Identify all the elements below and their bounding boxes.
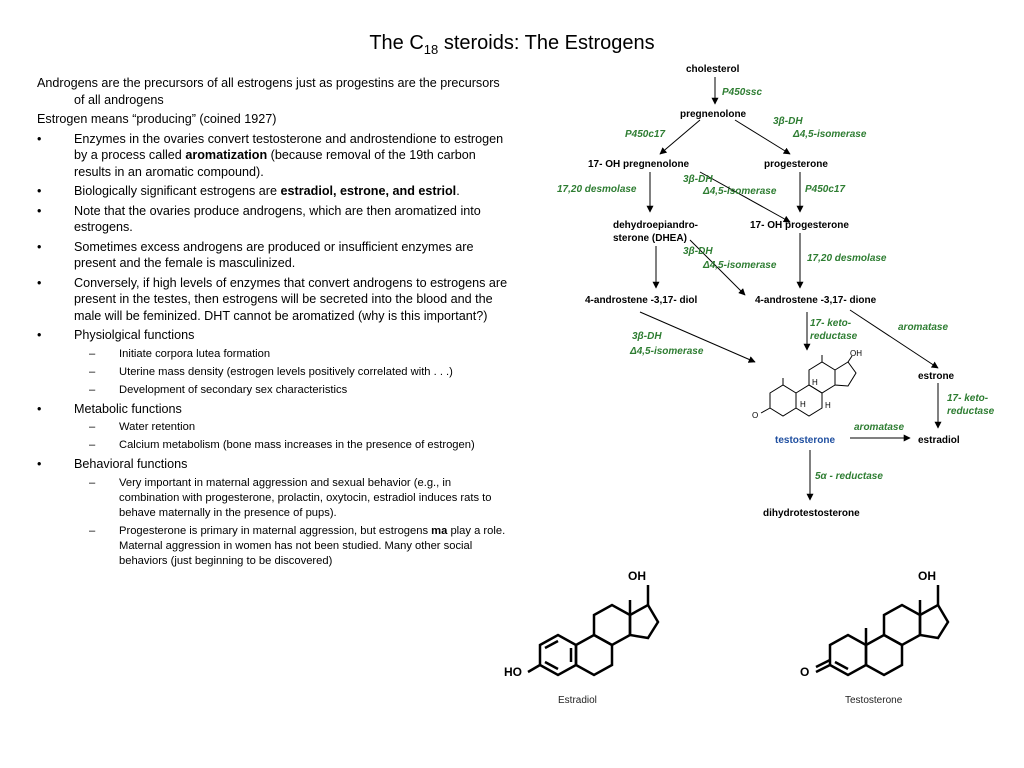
bullet-aromatization: Enzymes in the ovaries convert testoster…: [37, 131, 512, 181]
bullet-ovaries: Note that the ovaries produce androgens,…: [37, 203, 512, 236]
enzyme-p450c17-b: P450c17: [805, 184, 845, 195]
testosterone-small-structure: [760, 355, 857, 417]
sub-maternal-behavior: Very important in maternal aggression an…: [37, 476, 512, 521]
bullet-physiological: Physiolgical functions: [37, 327, 512, 344]
enzyme-desmolase-a: 17,20 desmolase: [557, 184, 637, 195]
label-estrone: estrone: [918, 371, 955, 382]
enzyme-isomerase-d: Δ4,5-isomerase: [629, 346, 704, 357]
enzyme-isomerase-a: Δ4,5-isomerase: [792, 129, 867, 140]
bullet-masculinized: Sometimes excess androgens are produced …: [37, 239, 512, 272]
enzyme-3bdh-b: 3β-DH: [683, 174, 713, 185]
steroid-pathway-diagram: cholesterol P450ssc pregnenolone P450c17…: [557, 64, 995, 519]
body-text: Androgens are the precursors of all estr…: [37, 75, 512, 572]
atom-h1-small: H: [812, 378, 818, 387]
label-pregnenolone: pregnenolone: [680, 109, 747, 120]
sub-maternal-aggression: Progesterone is primary in maternal aggr…: [37, 524, 512, 569]
enzyme-isomerase-c: Δ4,5-isomerase: [702, 260, 777, 271]
label-dhea-line1: dehydroepiandro-: [613, 220, 698, 231]
enzyme-3bdh-c: 3β-DH: [683, 246, 713, 257]
arrow-ohpreg-ohprog: [699, 171, 791, 223]
testosterone-structure: OH O Testosterone: [800, 569, 950, 706]
enzyme-17keto-a-line1: 17- keto-: [810, 318, 852, 329]
caption-estradiol: Estradiol: [558, 695, 597, 706]
paragraph-precursors: Androgens are the precursors of all estr…: [37, 76, 500, 107]
label-estradiol: estradiol: [918, 435, 960, 446]
sub-corpora-lutea: Initiate corpora lutea formation: [37, 347, 512, 362]
sub-uterine-mass: Uterine mass density (estrogen levels po…: [37, 365, 512, 380]
label-testosterone: testosterone: [775, 435, 835, 446]
label-androstenedione: 4-androstene -3,17- dione: [755, 295, 877, 306]
sub-water-retention: Water retention: [37, 420, 512, 435]
arrow-preg-prog: [734, 119, 791, 155]
atom-h2-small: H: [800, 400, 806, 409]
sub-secondary-sex: Development of secondary sex characteris…: [37, 383, 512, 398]
paragraph-estrogen-meaning: Estrogen means “producing” (coined 1927): [37, 112, 277, 126]
atom-oh-testosterone: OH: [918, 569, 936, 583]
label-androstenediol: 4-androstene -3,17- diol: [585, 295, 697, 306]
enzyme-3bdh-d: 3β-DH: [632, 331, 662, 342]
caption-testosterone: Testosterone: [845, 695, 903, 706]
atom-h3-small: H: [825, 401, 831, 410]
bullet-behavioral: Behavioral functions: [37, 456, 512, 473]
enzyme-aromatase-a: aromatase: [898, 322, 948, 333]
label-dihydrotestosterone: dihydrotestosterone: [763, 508, 860, 519]
label-progesterone: progesterone: [764, 159, 828, 170]
label-17oh-progesterone: 17- OH progesterone: [750, 220, 849, 231]
atom-o-small: O: [752, 411, 758, 420]
atom-o-testosterone: O: [800, 665, 809, 679]
enzyme-17keto-b-line1: 17- keto-: [947, 393, 989, 404]
arrow-dhea-dione: [689, 239, 746, 296]
enzyme-isomerase-b: Δ4,5-isomerase: [702, 186, 777, 197]
enzyme-aromatase-b: aromatase: [854, 422, 904, 433]
enzyme-p450scc: P450ssc: [722, 87, 762, 98]
label-dhea-line2: sterone (DHEA): [613, 233, 687, 244]
bullet-feminized: Conversely, if high levels of enzymes th…: [37, 275, 512, 325]
atom-ho-estradiol: HO: [504, 665, 522, 679]
arrow-dione-estrone: [849, 309, 939, 369]
enzyme-3bdh-a: 3β-DH: [773, 116, 803, 127]
enzyme-17keto-b-line2: reductase: [947, 406, 995, 417]
estradiol-structure: OH HO Estradiol: [504, 569, 660, 706]
sub-calcium: Calcium metabolism (bone mass increases …: [37, 438, 512, 453]
arrow-diol-test: [639, 311, 756, 363]
atom-oh-estradiol: OH: [628, 569, 646, 583]
enzyme-p450c17-a: P450c17: [625, 129, 665, 140]
enzyme-5a-reductase: 5α - reductase: [815, 471, 883, 482]
enzyme-desmolase-b: 17,20 desmolase: [807, 253, 887, 264]
arrow-preg-ohpreg: [659, 119, 701, 155]
bullet-metabolic: Metabolic functions: [37, 401, 512, 418]
label-cholesterol: cholesterol: [686, 64, 740, 75]
enzyme-17keto-a-line2: reductase: [810, 331, 858, 342]
atom-oh-small: OH: [850, 349, 862, 358]
page-title: The C18 steroids: The Estrogens: [369, 32, 655, 57]
bullet-significant-estrogens: Biologically significant estrogens are e…: [37, 183, 512, 200]
label-17oh-pregnenolone: 17- OH pregnenolone: [588, 159, 690, 170]
